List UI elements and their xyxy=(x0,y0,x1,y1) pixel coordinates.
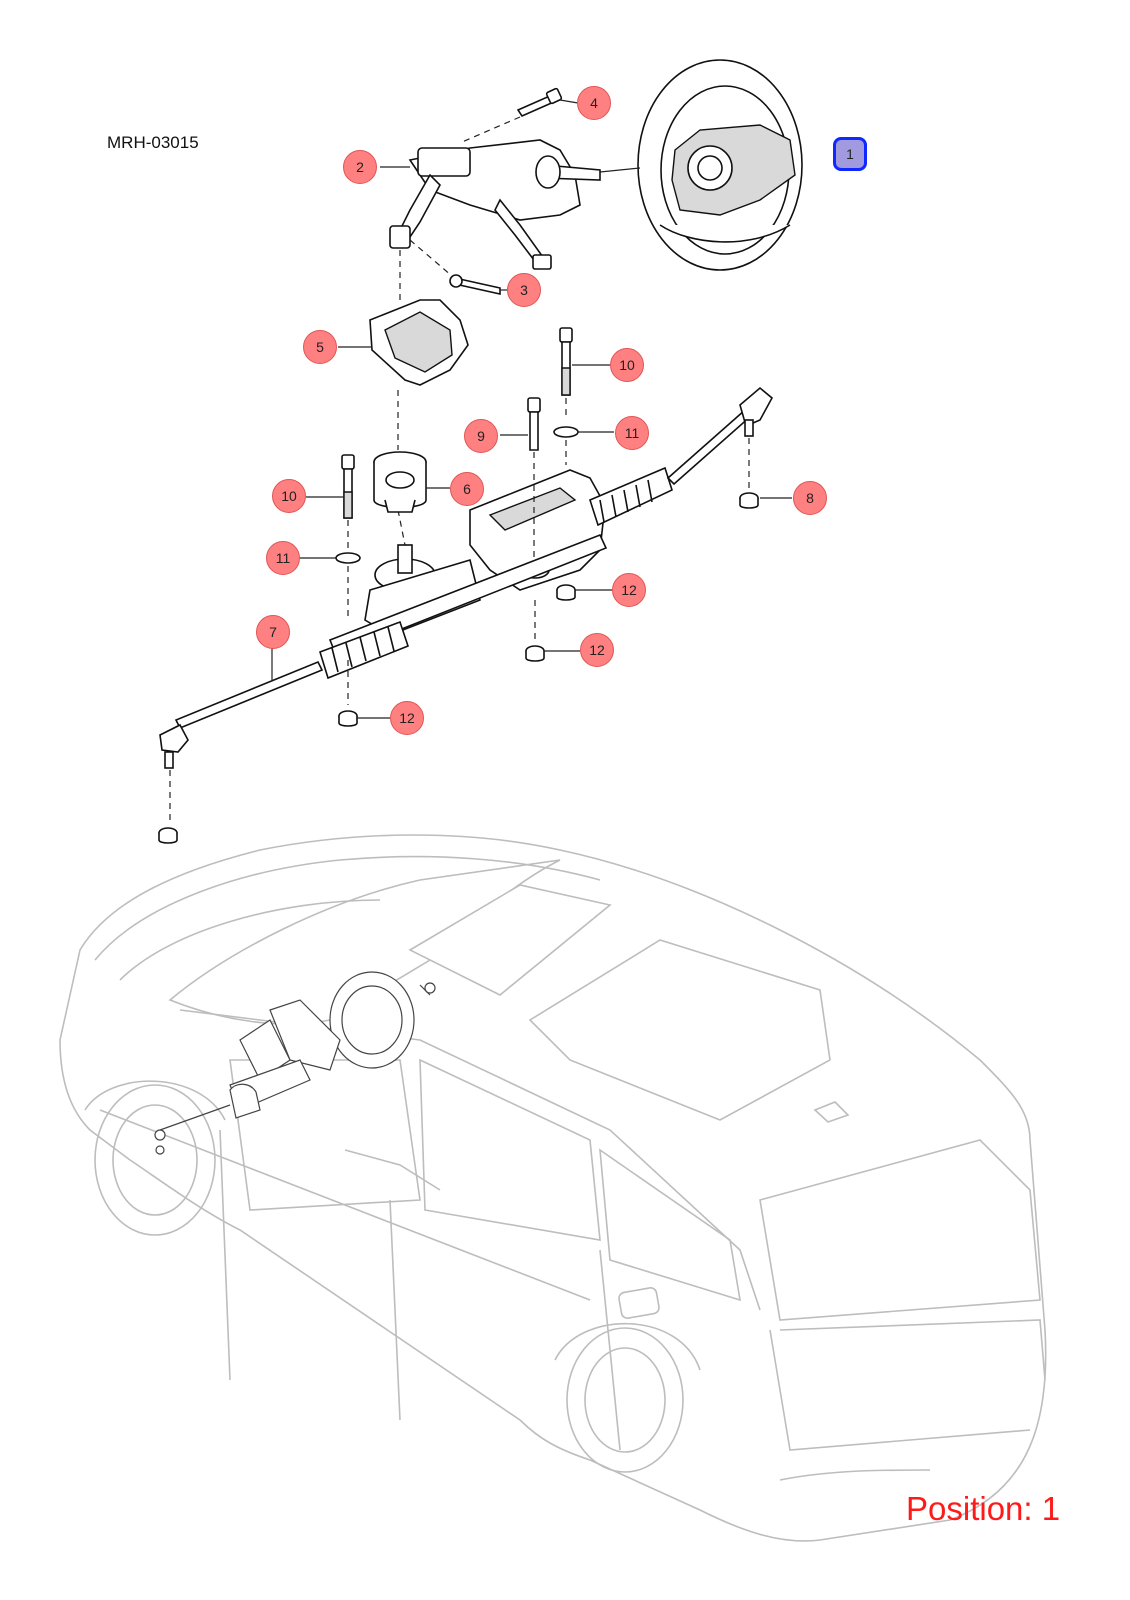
callout-9[interactable]: 9 xyxy=(464,419,498,453)
callout-10-left[interactable]: 10 xyxy=(272,479,306,513)
diagram-code: MRH-03015 xyxy=(107,133,199,152)
bolt-4 xyxy=(461,87,579,143)
bolt-9 xyxy=(500,397,541,560)
rear-wheel xyxy=(554,1322,701,1473)
callout-1[interactable]: 1 xyxy=(833,137,867,171)
callout-11-right[interactable]: 11 xyxy=(615,416,649,450)
bolt-3 xyxy=(409,239,508,295)
callout-6[interactable]: 6 xyxy=(450,472,484,506)
nut-12-a xyxy=(556,584,612,601)
column-cover xyxy=(338,299,469,386)
callout-12-c[interactable]: 12 xyxy=(390,701,424,735)
vehicle-outline xyxy=(59,834,1047,1542)
bolt-10-right xyxy=(559,327,610,420)
rear-sunroof xyxy=(528,939,831,1121)
washer-11-right xyxy=(553,426,614,465)
washer-11-left xyxy=(300,552,361,618)
nut-12-c xyxy=(338,660,390,727)
steering-wheel xyxy=(599,59,803,271)
callout-12-b[interactable]: 12 xyxy=(580,633,614,667)
tie-rod-nut-left xyxy=(158,827,178,844)
steering-gear xyxy=(159,386,792,825)
steering-column xyxy=(380,139,601,270)
callout-11-left[interactable]: 11 xyxy=(266,541,300,575)
callout-10-right[interactable]: 10 xyxy=(610,348,644,382)
nut-12-b xyxy=(525,600,580,662)
nut-8 xyxy=(739,492,759,509)
position-indicator: Position: 1 xyxy=(906,1490,1061,1527)
callout-7[interactable]: 7 xyxy=(256,615,290,649)
callout-2[interactable]: 2 xyxy=(343,150,377,184)
bolt-10-left xyxy=(306,454,355,548)
callout-12-a[interactable]: 12 xyxy=(612,573,646,607)
front-sunroof xyxy=(408,884,612,996)
callout-8[interactable]: 8 xyxy=(793,481,827,515)
installed-steering-components xyxy=(154,971,436,1155)
callout-4[interactable]: 4 xyxy=(577,86,611,120)
callout-5[interactable]: 5 xyxy=(303,330,337,364)
front-wheel xyxy=(84,1080,226,1236)
column-seal xyxy=(373,451,450,513)
callout-3[interactable]: 3 xyxy=(507,273,541,307)
